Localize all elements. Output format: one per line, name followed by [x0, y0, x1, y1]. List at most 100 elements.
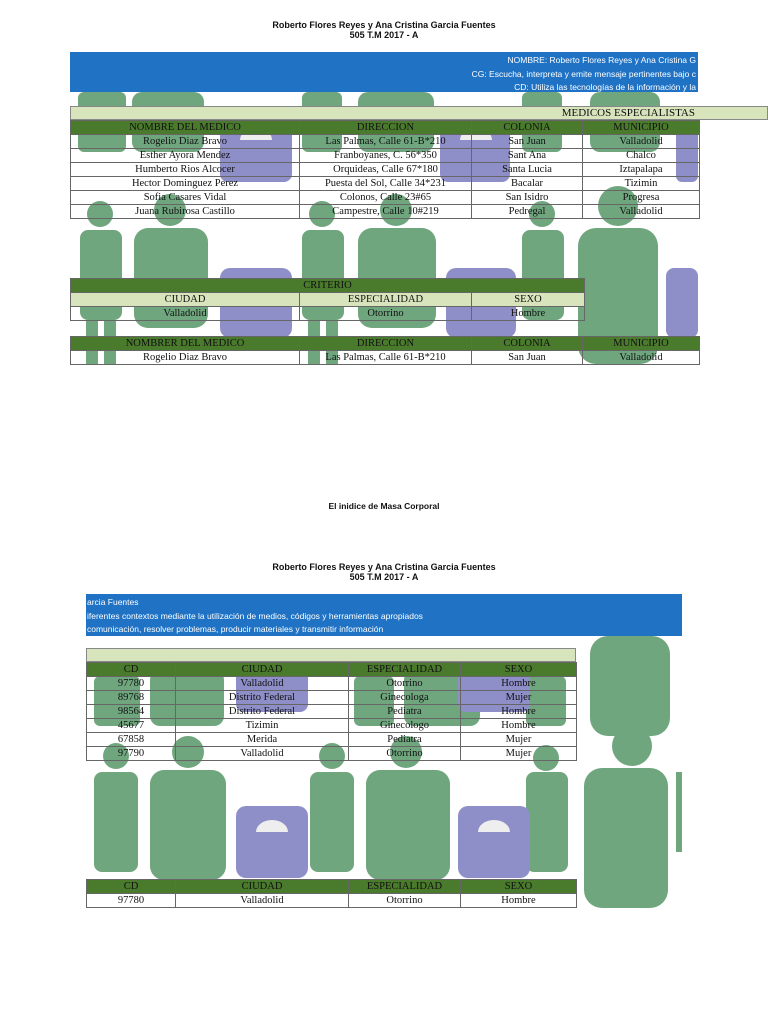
table-row: 97780 Valladolid Otorrino Hombre	[86, 893, 577, 908]
table-cell[interactable]: Otorrino	[348, 746, 461, 761]
column-header: CIUDAD	[175, 662, 349, 677]
table-cell[interactable]: Valladolid	[582, 204, 700, 219]
table-cell[interactable]: Valladolid	[582, 350, 700, 365]
table-cell[interactable]: 89768	[86, 690, 176, 705]
table-cell[interactable]: Campestre, Calle 10#219	[299, 204, 472, 219]
table-cell[interactable]: Tizimin	[582, 176, 700, 191]
table-cell[interactable]: Distrito Federal	[175, 690, 349, 705]
table-cell[interactable]: Esther Ayora Mendez	[70, 148, 300, 163]
table-cell[interactable]: Hombre	[460, 704, 577, 719]
person-figure-icon	[578, 228, 658, 364]
table-cell[interactable]: Orquideas, Calle 67*180	[299, 162, 472, 177]
table-cell[interactable]: Otorrino	[348, 676, 461, 691]
banner-name-line: arcia Fuentes	[87, 597, 139, 607]
table-cell[interactable]: Valladolid	[582, 134, 700, 149]
person-figure-icon	[526, 772, 568, 872]
result-table: CD CIUDAD ESPECIALIDAD SEXO 97780 Vallad…	[86, 879, 577, 908]
table-cell[interactable]: Mujer	[460, 732, 577, 747]
banner-cg-line: CG: Escucha, interpreta y emite mensaje …	[471, 68, 696, 79]
person-figure-icon	[150, 770, 226, 880]
table-cell[interactable]: Ginecologo	[348, 718, 461, 733]
table-cell[interactable]: Bacalar	[471, 176, 583, 191]
table-cell[interactable]: Santa Lucia	[471, 162, 583, 177]
table-cell[interactable]: Hector Dominguez Perez	[70, 176, 300, 191]
table-header-row: CIUDAD ESPECIALIDAD SEXO	[70, 292, 586, 307]
table-header-row: CD CIUDAD ESPECIALIDAD SEXO	[86, 879, 577, 894]
table-cell[interactable]: Mujer	[460, 746, 577, 761]
medicos-title: MEDICOS ESPECIALISTAS	[70, 106, 768, 120]
medicos-table: NOMBRE DEL MEDICO DIRECCION COLONIA MUNI…	[70, 120, 700, 219]
table-cell[interactable]: Progresa	[582, 190, 700, 205]
criteria-ciudad-cell[interactable]: Valladolid	[70, 306, 300, 321]
criteria-sexo-cell[interactable]: Hombre	[470, 306, 586, 321]
table-row: 67858 Merida Pediatra Mujer	[86, 732, 577, 747]
table-cell[interactable]: Rogelio Diaz Bravo	[70, 134, 300, 149]
table-cell[interactable]: San Juan	[471, 134, 583, 149]
result-table: NOMBRER DEL MEDICO DIRECCION COLONIA MUN…	[70, 336, 700, 365]
table-cell[interactable]: Mujer	[460, 690, 577, 705]
criteria-especialidad-cell[interactable]: Otorrino	[299, 306, 472, 321]
table-header-row: CD CIUDAD ESPECIALIDAD SEXO	[86, 662, 577, 677]
person-figure-icon	[310, 772, 354, 872]
table-cell[interactable]: 98564	[86, 704, 176, 719]
table-cell[interactable]: Tizimin	[175, 718, 349, 733]
page2-course-line: 505 T.M 2017 - A	[349, 572, 419, 582]
table-cell[interactable]: 67858	[86, 732, 176, 747]
table-cell[interactable]: 97780	[86, 676, 176, 691]
bathroom-scale-icon	[236, 806, 308, 878]
table-row: Sofia Casares Vidal Colonos, Calle 23#65…	[70, 190, 700, 205]
table-cell[interactable]: San Isidro	[471, 190, 583, 205]
column-header: ESPECIALIDAD	[348, 662, 461, 677]
table-cell[interactable]: Valladolid	[175, 676, 349, 691]
person-figure-icon	[366, 770, 450, 880]
table-header-row: NOMBRE DEL MEDICO DIRECCION COLONIA MUNI…	[70, 120, 700, 135]
table-row: Rogelio Diaz Bravo Las Palmas, Calle 61-…	[70, 350, 700, 365]
table-cell[interactable]: Franboyanes, C. 56*350	[299, 148, 472, 163]
table-cell[interactable]: Humberto Rios Alcocer	[70, 162, 300, 177]
column-header: NOMBRE DEL MEDICO	[70, 120, 300, 135]
table-cell[interactable]: San Juan	[471, 350, 583, 365]
table-cell[interactable]: Iztapalapa	[582, 162, 700, 177]
column-header: MUNICIPIO	[582, 120, 700, 135]
table-cell[interactable]: Chalco	[582, 148, 700, 163]
table-cell[interactable]: Puesta del Sol, Calle 34*231	[299, 176, 472, 191]
competency-banner: NOMBRE: Roberto Flores Reyes y Ana Crist…	[70, 52, 698, 92]
table-row: Juana Rubirosa Castillo Campestre, Calle…	[70, 204, 700, 219]
table-cell[interactable]: Pedregal	[471, 204, 583, 219]
table-cell[interactable]: Las Palmas, Calle 61-B*210	[299, 350, 472, 365]
table-row: Hector Dominguez Perez Puesta del Sol, C…	[70, 176, 700, 191]
table-cell[interactable]: Hombre	[460, 676, 577, 691]
criterio-title-row: CRITERIO	[69, 278, 586, 293]
table-cell[interactable]: Sofia Casares Vidal	[70, 190, 300, 205]
table-cell[interactable]: Las Palmas, Calle 61-B*210	[299, 134, 472, 149]
column-header: COLONIA	[471, 120, 583, 135]
page1-author-line: Roberto Flores Reyes y Ana Cristina Garc…	[272, 20, 496, 30]
bathroom-scale-icon	[458, 806, 530, 878]
table-cell[interactable]: Ginecologa	[348, 690, 461, 705]
table-cell[interactable]: Pediatra	[348, 704, 461, 719]
table-cell[interactable]: Otorrino	[348, 893, 461, 908]
table-cell[interactable]: Pediatra	[348, 732, 461, 747]
table-cell[interactable]: 97790	[86, 746, 176, 761]
banner-name-line: NOMBRE: Roberto Flores Reyes y Ana Crist…	[507, 55, 696, 65]
banner-cd-line: CD: Utiliza las tecnologías de la inform…	[514, 82, 696, 92]
table-cell[interactable]: 45677	[86, 718, 176, 733]
table-cell[interactable]: Colonos, Calle 23#65	[299, 190, 472, 205]
table-cell[interactable]: Valladolid	[175, 746, 349, 761]
page1-course-line: 505 T.M 2017 - A	[349, 30, 419, 40]
column-header: MUNICIPIO	[582, 336, 700, 351]
table-cell[interactable]: 97780	[86, 893, 176, 908]
table-cell[interactable]: Sant Ana	[471, 148, 583, 163]
column-header: NOMBRER DEL MEDICO	[70, 336, 300, 351]
table-cell[interactable]: Hombre	[460, 718, 577, 733]
table-cell[interactable]: Juana Rubirosa Castillo	[70, 204, 300, 219]
column-header: SEXO	[470, 292, 586, 307]
criterio-title: CRITERIO	[69, 278, 586, 293]
column-header: SEXO	[460, 662, 577, 677]
table-cell[interactable]: Merida	[175, 732, 349, 747]
table-row: 45677 Tizimin Ginecologo Hombre	[86, 718, 577, 733]
table-cell[interactable]: Distrito Federal	[175, 704, 349, 719]
table-cell[interactable]: Hombre	[460, 893, 577, 908]
table-cell[interactable]: Valladolid	[175, 893, 349, 908]
table-cell[interactable]: Rogelio Diaz Bravo	[70, 350, 300, 365]
